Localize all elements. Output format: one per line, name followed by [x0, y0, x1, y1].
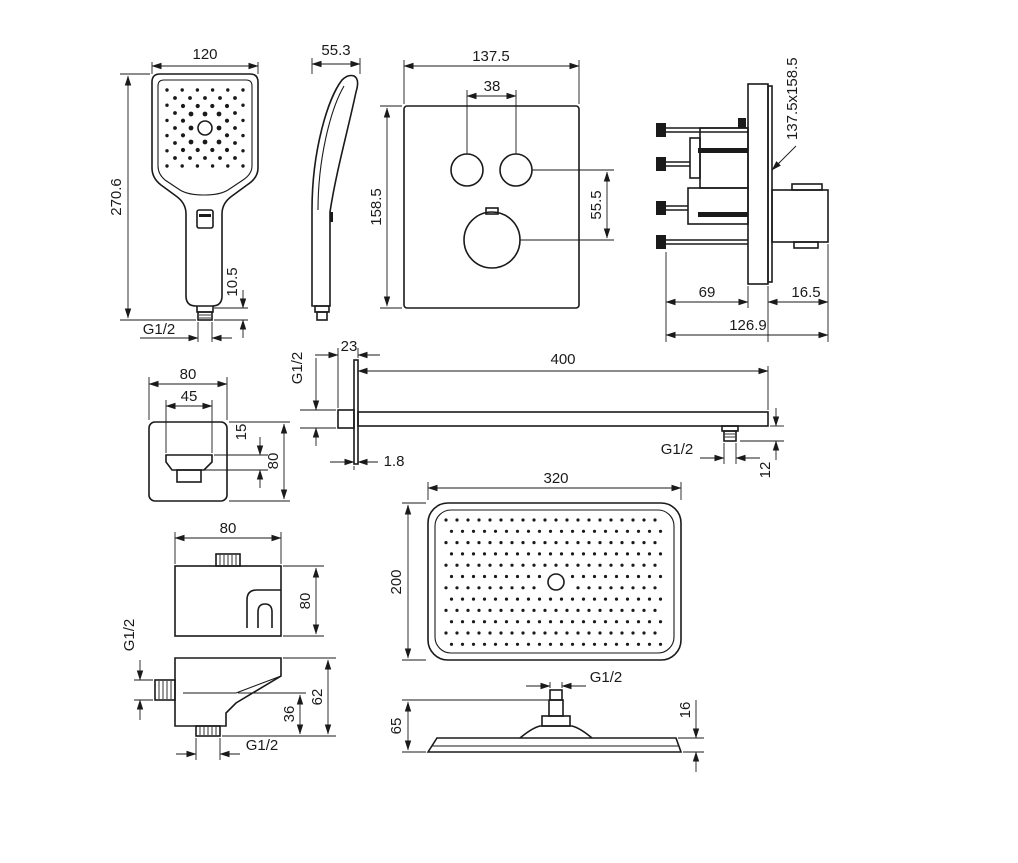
wall-outlet-side-dimensions: G1/2 G1/2 62 36	[121, 619, 336, 760]
outlet-front-height-label: 80	[297, 593, 314, 610]
hand-shower-dimensions: 120 270.6 10.5 G1/2	[108, 46, 259, 342]
shower-arm	[337, 359, 769, 465]
overhead-shower-top-view	[427, 502, 682, 661]
shower-holder-dimensions: 80 45 15 80	[148, 366, 290, 502]
outlet-thread-label: G1/2	[661, 441, 694, 458]
concealed-body-dimensions: 137.5x158.5 69 16.5 126.9	[665, 57, 829, 342]
outlet-thread-side-label: G1/2	[246, 737, 279, 754]
plate-thickness-label: 1.8	[384, 453, 405, 470]
arm-length-label: 400	[550, 351, 575, 368]
total-depth-label: 126.9	[729, 317, 767, 334]
shower-arm-dimensions: G1/2 23 400 1.8 G1/2 12	[289, 338, 784, 478]
hand-shower-side-dimensions: 55.3	[311, 42, 361, 74]
hand-shower-front-view	[151, 73, 259, 321]
faceplate-height-label: 158.5	[368, 188, 385, 226]
hand-shower-spray-nozzles	[165, 88, 245, 168]
thermostat-dimensions: 137.5 38 158.5 55.5	[368, 48, 614, 309]
overhead-plate-label: 16	[677, 702, 694, 719]
overhead-thread-label: G1/2	[590, 669, 623, 686]
outlet-center-height-label: 36	[281, 706, 298, 723]
overhead-shower-spray-nozzles	[444, 518, 663, 646]
holder-height-label: 80	[265, 453, 282, 470]
hand-shower-side-view	[311, 74, 359, 321]
overhead-shower-top-dimensions: 320 200	[388, 470, 682, 661]
handle-offset-label: 55.5	[588, 190, 605, 219]
hand-shower-height-label: 270.6	[108, 178, 125, 216]
wall-outlet-side-view	[154, 657, 282, 737]
hand-shower-width-label: 120	[192, 46, 217, 63]
outlet-width-label: 80	[220, 520, 237, 537]
thermostat-faceplate	[403, 105, 580, 309]
overhead-shower-side-view	[426, 689, 683, 753]
faceplate-width-label: 137.5	[472, 48, 510, 65]
arm-thread-label: G1/2	[289, 352, 306, 385]
flange-depth-label: 23	[341, 338, 358, 355]
inlet-thread-label: G1/2	[121, 619, 138, 652]
wall-outlet-front-dimensions: 80 80	[174, 520, 324, 637]
projection-label: 16.5	[791, 284, 820, 301]
depth-min-label: 69	[699, 284, 716, 301]
hand-shower-depth-label: 55.3	[321, 42, 350, 59]
holder-offset-label: 15	[233, 424, 250, 441]
wall-outlet-front-view	[174, 553, 282, 637]
overhead-width-label: 320	[543, 470, 568, 487]
outlet-side-height-label: 62	[309, 689, 326, 706]
plate-size-label: 137.5x158.5	[784, 57, 801, 140]
hand-shower-thread-label: G1/2	[143, 321, 176, 338]
thread-length-label: 10.5	[224, 267, 241, 296]
overhead-height-label: 65	[388, 718, 405, 735]
button-spacing-label: 38	[484, 78, 501, 95]
outlet-height-label: 12	[757, 462, 774, 479]
overhead-depth-label: 200	[388, 569, 405, 594]
overhead-shower-side-dimensions: G1/2 65 16	[388, 669, 704, 772]
holder-width-label: 80	[180, 366, 197, 383]
shower-holder	[148, 421, 228, 502]
holder-inner-width-label: 45	[181, 388, 198, 405]
concealed-body-side-view	[656, 83, 829, 285]
